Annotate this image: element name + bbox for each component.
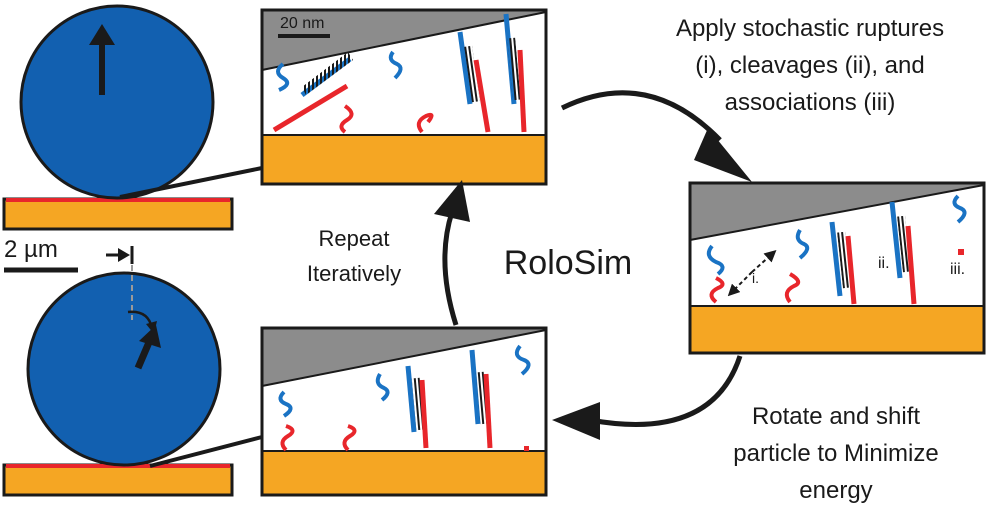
particle-top — [19, 4, 215, 200]
cycle-arc-bottom-right — [589, 355, 743, 427]
association-dot — [958, 249, 964, 255]
tether-red-coil-b2 — [342, 424, 357, 452]
tether-red-coil-r1 — [709, 276, 725, 304]
bristles-r2 — [897, 215, 911, 273]
panel-right-frame — [688, 181, 986, 355]
particle-top-group — [2, 4, 263, 231]
tether-red-bound-b2 — [483, 373, 493, 449]
tether-red-bound-r1 — [845, 235, 857, 305]
left-label-line-1: Repeat — [319, 226, 390, 251]
wedge-edge-bottom — [261, 329, 547, 387]
substrate-panel-top — [261, 134, 547, 185]
bottom-label-line-1: Rotate and shift — [752, 403, 920, 430]
left-label-line-2: Iteratively — [307, 261, 401, 286]
top-label-line-1: Apply stochastic ruptures — [676, 15, 944, 42]
tether-blue-coil — [276, 62, 290, 92]
top-label-line-3: associations (iii) — [725, 89, 896, 116]
zoom-line-top — [119, 166, 263, 199]
shift-arrow-icon — [118, 248, 130, 262]
panel-top-frame — [260, 8, 548, 186]
marker-association: iii. — [950, 261, 965, 278]
tether-blue-coil-2 — [388, 50, 403, 80]
tether-red-coil-2 — [416, 112, 434, 134]
tether-blue-coil-r2 — [795, 228, 810, 260]
tether-red-bound-r2 — [905, 225, 917, 305]
bristles-1 — [302, 52, 353, 95]
tether-red-bound-3 — [517, 49, 527, 133]
rupture-arrow-b — [727, 271, 753, 297]
tether-blue-bound-r2 — [889, 201, 903, 279]
center-title: RoloSim — [504, 244, 632, 282]
cycle-arrowhead-top-right-icon — [694, 128, 752, 182]
tether-blue-coil-b3 — [514, 344, 531, 376]
particle-bottom-group — [2, 265, 263, 497]
zoom-line-bottom — [149, 435, 263, 468]
tether-red-coil-1 — [339, 104, 354, 134]
tether-red-coil-r2 — [784, 272, 801, 304]
cycle-arc-left — [442, 211, 459, 326]
bristles-b2 — [475, 371, 489, 425]
particle-bottom — [26, 271, 222, 467]
marker-rupture: i. — [752, 270, 759, 286]
arrow-up-icon — [89, 24, 115, 45]
panel-bottom-frame — [260, 326, 548, 497]
tether-blue-bound-b1 — [405, 365, 417, 433]
cycle-arrowhead-bottom-right-icon — [552, 402, 600, 440]
tether-blue-bound-2 — [457, 31, 473, 105]
tether-red-coil-b1 — [280, 424, 295, 452]
scale-bar-particle-group: 2 µm — [4, 236, 134, 273]
bottom-label-line-3: energy — [799, 477, 872, 504]
bottom-label: Rotate and shift particle to Minimize en… — [733, 403, 938, 504]
zoom-panel-right: i. ii. iii. — [688, 181, 986, 355]
tether-red-bound-b1 — [419, 379, 429, 449]
left-label: Repeat Iteratively — [307, 226, 401, 286]
arrow-tilted-icon — [139, 325, 161, 348]
tether-blue-bound-b2 — [469, 349, 481, 425]
cycle-arrows — [434, 90, 752, 440]
marker-cleavage: ii. — [878, 255, 890, 272]
top-label: Apply stochastic ruptures (i), cleavages… — [676, 15, 944, 116]
wedge-edge-right — [689, 184, 985, 241]
tether-blue-bound-r1 — [829, 221, 843, 297]
tether-blue-coil-r3 — [952, 194, 967, 224]
zoom-panel-bottom — [260, 326, 548, 497]
tether-blue-coil-b1 — [278, 390, 293, 418]
bristles-b1 — [411, 377, 425, 431]
orientation-arrow-bottom — [134, 338, 154, 370]
wedge-edge-top — [261, 11, 547, 71]
association-dot-b — [524, 446, 529, 451]
tether-blue-coil-r1 — [706, 244, 725, 276]
bottom-label-line-2: particle to Minimize — [733, 440, 938, 467]
tether-red-bound-1 — [272, 83, 349, 133]
rupture-arrow-a — [751, 249, 777, 273]
tether-red-bound-2 — [473, 59, 491, 133]
bristles-3 — [507, 37, 521, 101]
bristles-2 — [464, 45, 480, 103]
scale-bar-zoom-label: 20 nm — [280, 15, 324, 32]
cycle-arc-top-right — [560, 90, 722, 142]
tether-blue-coil-b2 — [375, 372, 390, 402]
substrate-bottom — [2, 463, 234, 497]
zoom-panel-top: 20 nm — [260, 8, 548, 186]
substrate-top — [2, 197, 234, 231]
substrate-panel-right — [689, 305, 985, 354]
cycle-arrowhead-left-icon — [434, 180, 470, 222]
scale-bar-particle-label: 2 µm — [4, 236, 58, 263]
substrate-panel-bottom — [261, 450, 547, 496]
top-label-line-2: (i), cleavages (ii), and — [695, 52, 924, 79]
bristles-r1 — [837, 231, 851, 289]
